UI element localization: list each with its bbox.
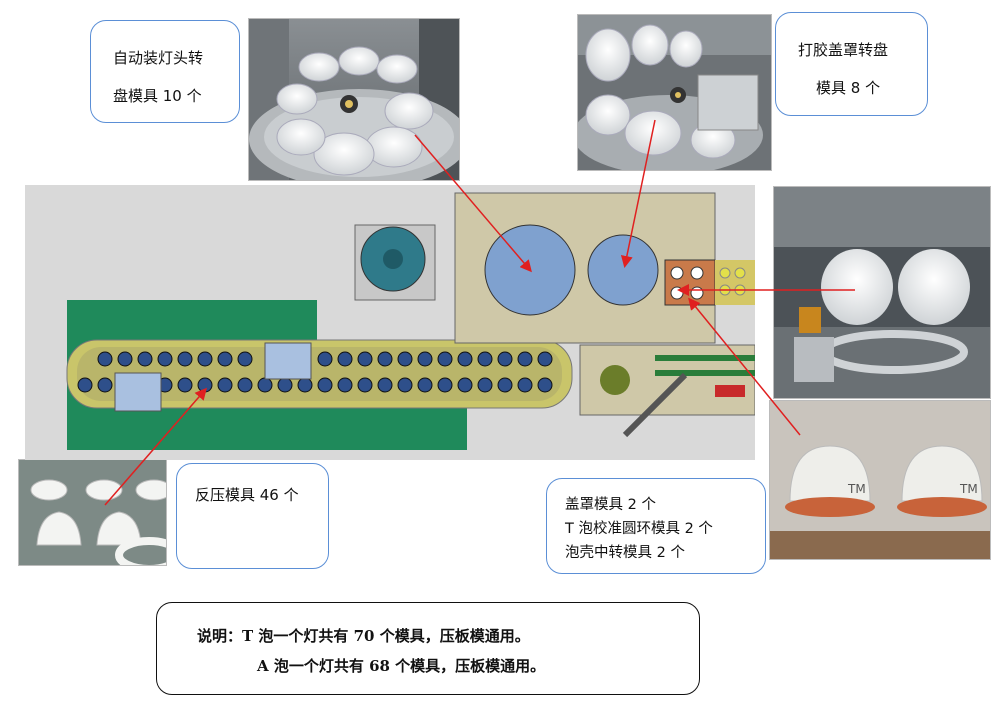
machine-layout (25, 185, 755, 460)
callout-cover-molds: 盖罩模具 2 个 T 泡校准圆环模具 2 个 泡壳中转模具 2 个 (546, 478, 766, 574)
photo-bulb-domes: TM TM (769, 400, 991, 560)
callout-glue-cover-molds: 打胶盖罩转盘 模具 8 个 (775, 12, 928, 116)
photo-tm-label-left: TM (847, 482, 866, 496)
note-box: 说明：T 泡一个灯共有 70 个模具，压板模通用。 A 泡一个灯共有 68 个模… (156, 602, 700, 695)
callout-turntable-line1: 自动装灯头转 (113, 49, 204, 67)
callout-press-text: 反压模具 46 个 (195, 486, 299, 504)
photo-turntable (248, 18, 460, 181)
callout-glue-line1: 打胶盖罩转盘 (798, 41, 889, 59)
photo-press-molds (18, 459, 167, 566)
photo-glue-turntable (577, 14, 772, 171)
note-line2: A 泡一个灯共有 68 个模具，压板模通用。 (257, 657, 546, 675)
turntable-8-molds (587, 234, 659, 306)
callout-glue-line2: 模具 8 个 (816, 79, 881, 97)
note-line1: 说明：T 泡一个灯共有 70 个模具，压板模通用。 (197, 627, 530, 645)
callout-press-molds: 反压模具 46 个 (176, 463, 329, 569)
photo-gripper (773, 186, 991, 399)
photo-tm-label-right: TM (959, 482, 978, 496)
callout-turntable-line2: 盘模具 10 个 (113, 87, 202, 105)
callout-cover-line1: 盖罩模具 2 个 (565, 497, 656, 513)
callout-cover-line3: 泡壳中转模具 2 个 (565, 545, 685, 561)
callout-cover-line2: T 泡校准圆环模具 2 个 (565, 521, 713, 537)
callout-turntable-molds: 自动装灯头转 盘模具 10 个 (90, 20, 240, 123)
